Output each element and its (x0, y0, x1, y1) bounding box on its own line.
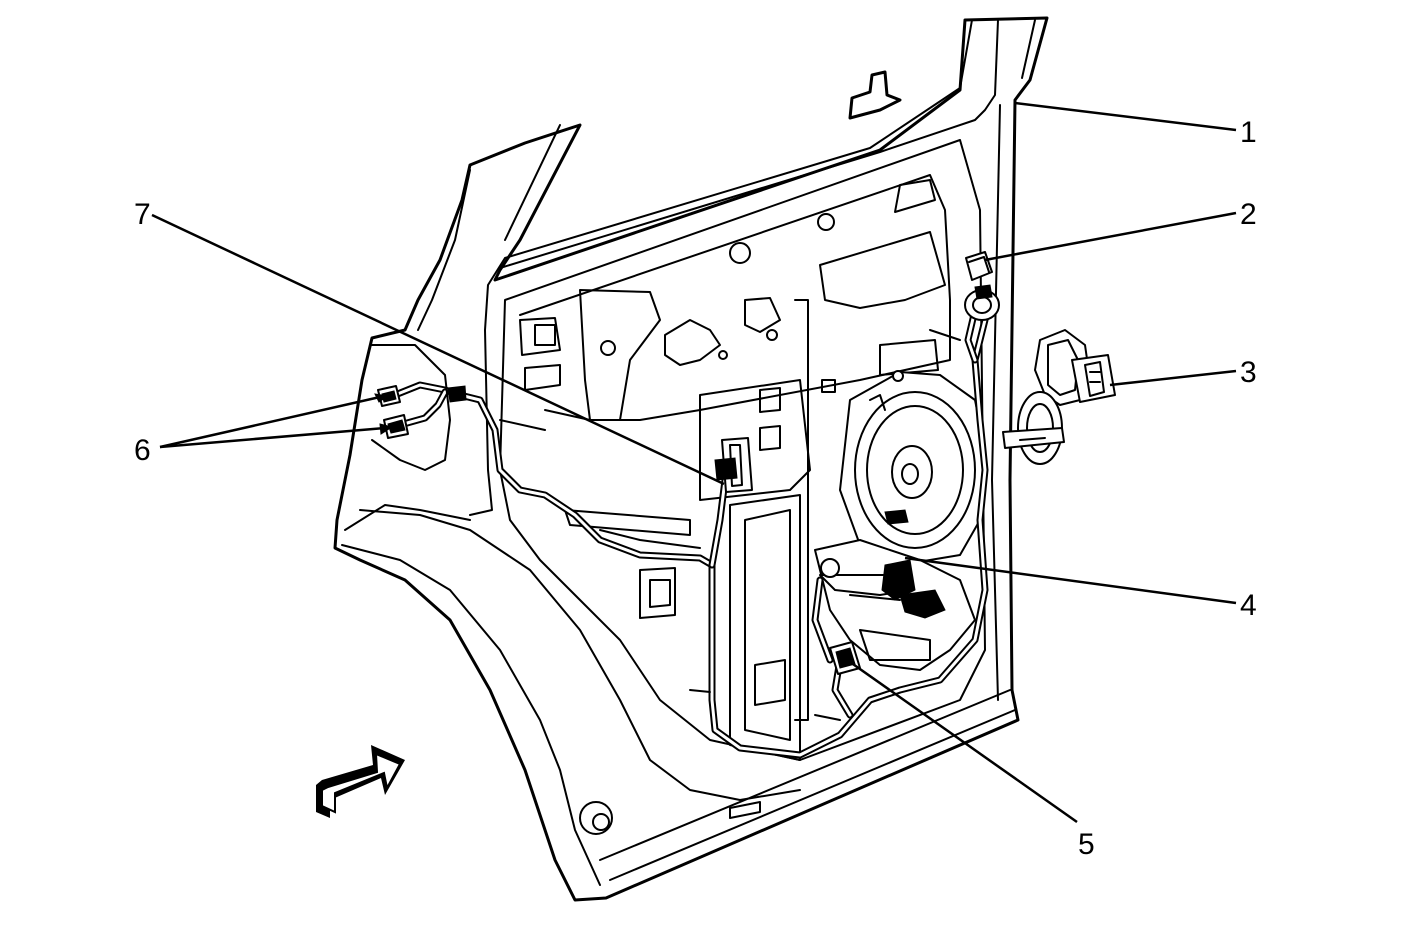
leader-6b (159, 426, 386, 449)
view-direction-arrow-icon (316, 745, 405, 818)
leader-7 (151, 213, 725, 486)
leader-2 (984, 211, 1237, 262)
leader-6a (159, 395, 381, 449)
leader-3 (1109, 369, 1237, 387)
callout-6: 6 (134, 434, 151, 467)
door-speaker (839, 370, 986, 566)
body-connector-boot (1002, 329, 1116, 465)
callout-labels: 1 2 3 4 5 6 7 (134, 116, 1257, 861)
harness-connector-center (714, 437, 753, 493)
callout-1: 1 (1240, 116, 1257, 149)
callout-5: 5 (1078, 828, 1095, 861)
callout-7: 7 (134, 198, 151, 231)
callout-leaders (151, 101, 1237, 824)
callout-4: 4 (1240, 589, 1257, 622)
leader-1 (1014, 101, 1237, 132)
leader-4 (904, 556, 1237, 605)
window-regulator (814, 539, 976, 671)
callout-2: 2 (1240, 198, 1257, 231)
leader-5 (849, 660, 1078, 824)
callout-3: 3 (1240, 356, 1257, 389)
